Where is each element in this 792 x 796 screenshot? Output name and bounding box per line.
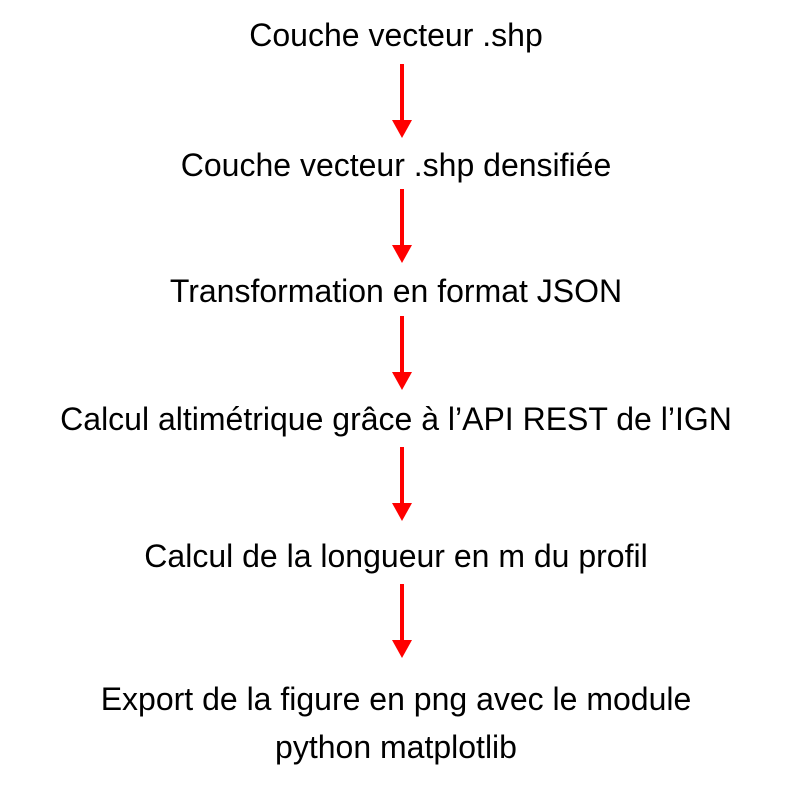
step-json-transform: Transformation en format JSON [169,273,623,309]
step-profile-length: Calcul de la longueur en m du profil [144,538,648,574]
down-arrow-icon [390,189,414,263]
step-export-line-2: python matplotlib [275,729,517,765]
down-arrow-icon [390,316,414,390]
down-arrow-icon [390,447,414,521]
down-arrow-icon [390,584,414,658]
step-shp-layer: Couche vecteur .shp [249,17,543,53]
step-export-figure: Export de la figure en png avec le modul… [0,675,792,771]
step-export-line-1: Export de la figure en png avec le modul… [100,681,692,717]
down-arrow-icon [390,64,414,138]
step-densified-layer: Couche vecteur .shp densifiée [180,147,612,183]
step-altimetric-calculation: Calcul altimétrique grâce à l’API REST d… [60,401,732,437]
